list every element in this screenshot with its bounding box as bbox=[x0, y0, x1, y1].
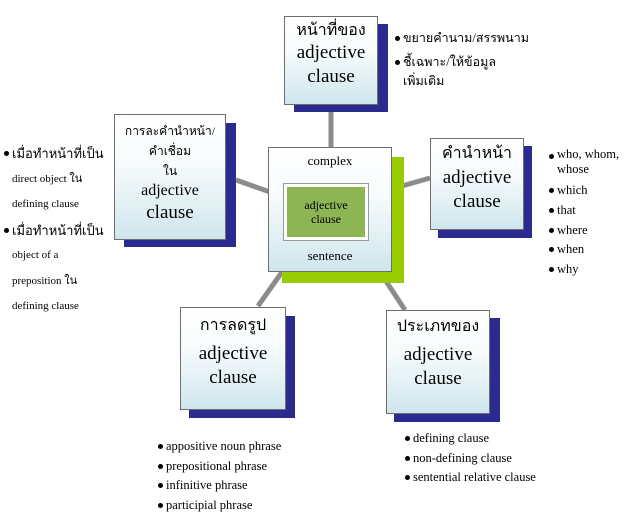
omission-box-line2: คำเชื่อม bbox=[148, 144, 192, 158]
reduction-box-line1: การลดรูป bbox=[199, 317, 267, 334]
relative-word-item-3: that bbox=[549, 201, 632, 221]
omission-item-1: เมื่อทำหน้าที่เป็น bbox=[4, 141, 104, 167]
relative-word-item-5: when bbox=[549, 240, 632, 260]
reduction-item-4: participial phrase bbox=[158, 496, 281, 516]
function-list: ขยายคำนาม/สรรพนาม ชี้เฉพาะ/ให้ข้อมูล เพิ… bbox=[395, 29, 529, 92]
reduction-list: appositive noun phrase prepositional phr… bbox=[158, 437, 281, 515]
types-item-1: defining clause bbox=[405, 429, 536, 449]
reduction-box: การลดรูป adjective clause bbox=[180, 307, 286, 410]
types-item-3: sentential relative clause bbox=[405, 468, 536, 488]
connector-omission bbox=[235, 177, 271, 195]
relative-word-box-line2: adjective bbox=[442, 167, 512, 188]
types-item-2: non-defining clause bbox=[405, 449, 536, 469]
relative-word-item-6: why bbox=[549, 260, 632, 280]
omission-item-4: เมื่อทำหน้าที่เป็น bbox=[4, 218, 104, 244]
omission-item-7: defining clause bbox=[12, 300, 79, 312]
function-item-3: เพิ่มเติม bbox=[403, 74, 445, 89]
omission-item-3: defining clause bbox=[12, 198, 79, 210]
types-box-line3: clause bbox=[414, 368, 462, 389]
function-item-1: ขยายคำนาม/สรรพนาม bbox=[395, 29, 529, 49]
omission-list: เมื่อทำหน้าที่เป็น direct object ใน defi… bbox=[4, 141, 104, 320]
center-inner-line1: adjective bbox=[304, 198, 348, 212]
connector-relative-word bbox=[401, 175, 431, 189]
function-item-2: ชี้เฉพาะ/ให้ข้อมูล bbox=[395, 53, 529, 73]
function-box-line1: หน้าที่ของ bbox=[296, 22, 366, 39]
types-box-line2: adjective bbox=[403, 344, 473, 365]
relative-word-list: who, whom, whose which that where when w… bbox=[549, 147, 632, 280]
types-list: defining clause non-defining clause sent… bbox=[405, 429, 536, 488]
function-box-line3: clause bbox=[307, 66, 355, 87]
function-box: หน้าที่ของ adjective clause bbox=[284, 16, 378, 105]
relative-word-item-4: where bbox=[549, 221, 632, 241]
function-box-line2: adjective bbox=[296, 42, 366, 63]
omission-box-line1: การละคำนำหน้า/ bbox=[124, 124, 216, 138]
center-inner-box: adjective clause bbox=[283, 183, 369, 241]
relative-word-item-2: which bbox=[549, 181, 632, 201]
reduction-item-2: prepositional phrase bbox=[158, 457, 281, 477]
omission-box-line3: ใน bbox=[162, 164, 178, 178]
types-box-line1: ประเภทของ bbox=[396, 318, 480, 335]
reduction-box-line3: clause bbox=[209, 367, 257, 388]
omission-item-6: preposition ใน bbox=[12, 274, 78, 287]
reduction-box-line2: adjective bbox=[198, 343, 268, 364]
omission-box-line5: clause bbox=[146, 202, 194, 223]
omission-item-2: direct object ใน bbox=[12, 172, 83, 185]
relative-word-box: คำนำหน้า adjective clause bbox=[430, 138, 524, 230]
omission-box-line4: adjective bbox=[141, 182, 199, 199]
center-top-label: complex bbox=[307, 153, 353, 168]
center-bottom-label: sentence bbox=[307, 248, 353, 263]
connector-reduction bbox=[255, 270, 285, 308]
relative-word-box-line1: คำนำหน้า bbox=[441, 145, 513, 162]
reduction-item-3: infinitive phrase bbox=[158, 476, 281, 496]
relative-word-box-line3: clause bbox=[453, 191, 501, 212]
center-inner-line2: clause bbox=[311, 212, 341, 226]
omission-item-5: object of a bbox=[12, 249, 59, 261]
relative-word-item-1: who, whom, whose bbox=[549, 147, 632, 177]
omission-box: การละคำนำหน้า/ คำเชื่อม ใน adjective cla… bbox=[114, 114, 226, 240]
reduction-item-1: appositive noun phrase bbox=[158, 437, 281, 457]
types-box: ประเภทของ adjective clause bbox=[386, 310, 490, 414]
